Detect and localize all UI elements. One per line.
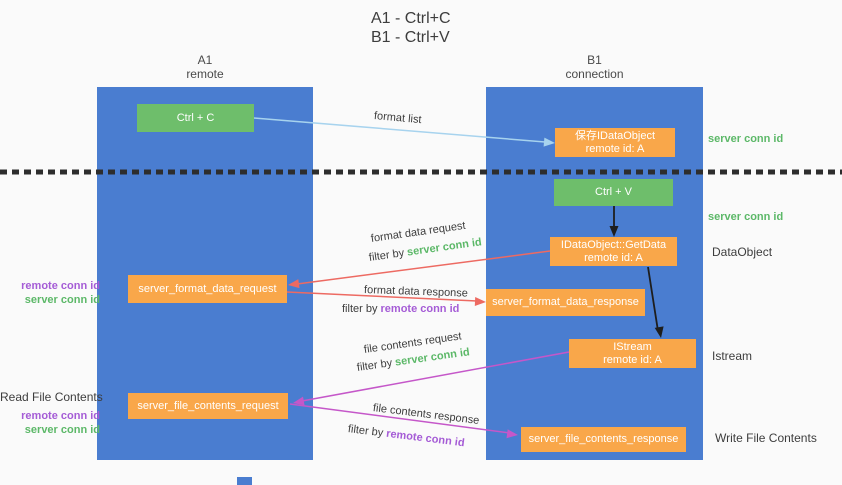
file-contents-response-arrowhead-icon — [506, 429, 518, 439]
format-list-arrowhead-icon — [543, 137, 555, 147]
ctrl-v-label: Ctrl + V — [595, 186, 632, 198]
istream-box: IStream remote id: A — [569, 339, 696, 368]
idataobject-getdata-box: IDataObject::GetData remote id: A — [550, 237, 677, 266]
istream-side-label: Istream — [712, 349, 753, 363]
server-file-contents-response-box: server_file_contents_response — [521, 427, 686, 452]
ctrl-c-label: Ctrl + C — [176, 111, 215, 124]
lifeline-header-a1: A1 remote — [97, 53, 313, 81]
file-contents-request-arrowhead-icon — [293, 396, 305, 406]
left-conn-id-group-1: remote conn id server conn id — [0, 279, 100, 307]
title-line-2: B1 - Ctrl+V — [371, 29, 450, 46]
format-data-response-filter-label: filter by remote conn id — [342, 303, 459, 315]
getdata-to-istream-arrow — [647, 266, 659, 332]
left-conn-id-group-2: remote conn id server conn id — [0, 409, 100, 437]
ctrl-v-box: Ctrl + V — [554, 179, 673, 206]
save-idataobject-box: 保存IDataObject remote id: A — [555, 128, 675, 157]
bottom-edge-artifact — [237, 477, 252, 485]
format-data-request-arrowhead-icon — [288, 279, 300, 289]
idataobject-getdata-line2: remote id: A — [584, 251, 643, 264]
server-format-data-request-box: server_format_data_request — [128, 275, 287, 303]
server-file-contents-request-label: server_file_contents_request — [137, 399, 279, 412]
getdata-to-istream-arrowhead-icon — [654, 326, 664, 338]
filter-by-value: remote conn id — [380, 303, 460, 315]
save-idataobject-line1: 保存IDataObject — [574, 129, 656, 142]
lifeline-a1-name: A1 — [197, 53, 213, 67]
diagram-title: A1 - Ctrl+C B1 - Ctrl+V — [371, 9, 451, 47]
server-format-data-request-label: server_format_data_request — [138, 282, 277, 295]
title-line-1: A1 - Ctrl+C — [371, 10, 451, 27]
format-data-request-arrow — [296, 250, 551, 285]
server-file-contents-request-box: server_file_contents_request — [128, 393, 288, 419]
remote-conn-id-label-1: remote conn id — [21, 280, 100, 292]
dataobject-label: DataObject — [712, 245, 773, 259]
write-file-contents-label: Write File Contents — [715, 431, 817, 445]
server-format-data-response-box: server_format_data_response — [486, 289, 645, 316]
istream-line1: IStream — [613, 340, 652, 353]
ctrl-c-box: Ctrl + C — [137, 104, 254, 132]
ctrl-v-to-getdata-arrowhead-icon — [609, 226, 619, 237]
server-conn-id-label-1: server conn id — [24, 294, 100, 306]
server-conn-id-mid-label: server conn id — [708, 211, 784, 223]
filter-by-prefix: filter by — [342, 303, 381, 315]
lifeline-header-b1: B1 connection — [486, 53, 703, 81]
lifeline-a1-subtitle: remote — [186, 67, 224, 81]
file-contents-response-arrow — [289, 403, 511, 434]
server-format-data-response-label: server_format_data_response — [492, 296, 639, 308]
lifeline-b1-subtitle: connection — [565, 67, 624, 81]
lifeline-b1-name: B1 — [587, 53, 602, 67]
read-file-contents-label: Read File Contents — [0, 390, 103, 404]
save-idataobject-line2: remote id: A — [585, 142, 645, 155]
format-data-response-arrowhead-icon — [474, 297, 486, 306]
file-contents-request-arrow — [301, 351, 570, 402]
remote-conn-id-label-2: remote conn id — [21, 410, 100, 422]
idataobject-getdata-line1: IDataObject::GetData — [560, 238, 667, 251]
format-list-arrow — [253, 117, 546, 143]
server-conn-id-label-2: server conn id — [24, 424, 100, 436]
istream-line2: remote id: A — [603, 353, 662, 366]
server-file-contents-response-label: server_file_contents_response — [528, 433, 679, 445]
format-data-response-arrow — [286, 291, 478, 302]
server-conn-id-top-label: server conn id — [708, 133, 784, 145]
